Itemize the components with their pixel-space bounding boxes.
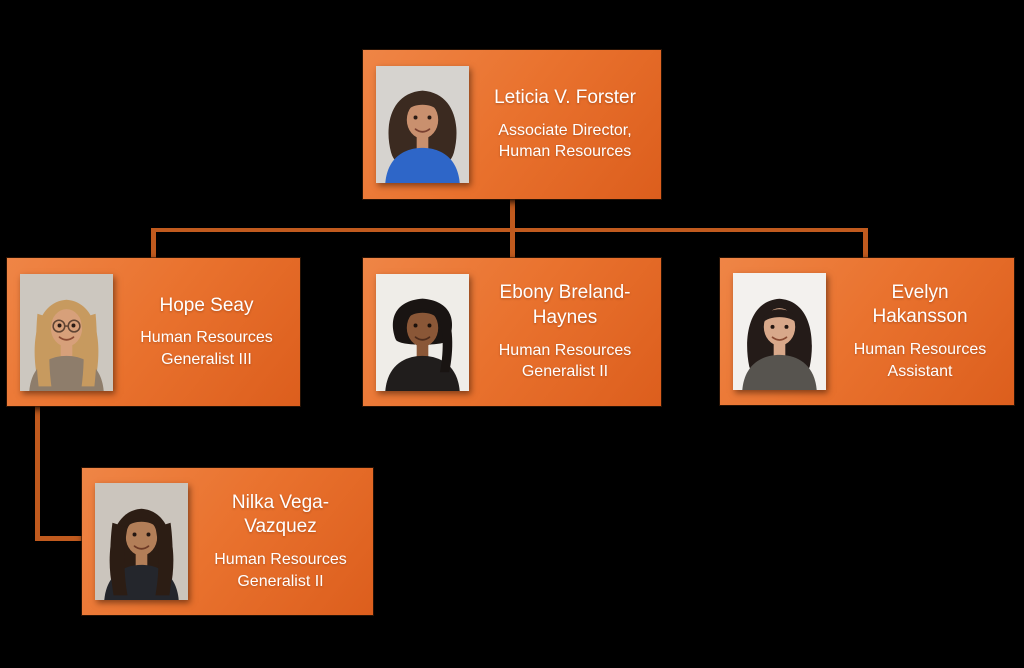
photo-braids-strand	[436, 307, 453, 372]
name-line: Ebony Breland-	[499, 282, 631, 304]
title-line: Generalist II	[237, 572, 324, 590]
employee-name: Nilka Vega- Vazquez	[232, 491, 329, 540]
employee-title: Human Resources Assistant	[854, 339, 987, 382]
employee-name: Hope Seay	[159, 294, 253, 319]
photo-face-features	[770, 324, 789, 341]
title-line: Human Resources	[140, 329, 273, 347]
photo-face	[50, 308, 83, 347]
photo-neck	[135, 546, 148, 568]
employee-info: Nilka Vega- Vazquez Human Resources Gene…	[188, 491, 373, 593]
employee-info: Evelyn Hakansson Human Resources Assista…	[826, 281, 1014, 383]
photo-neck	[60, 336, 73, 358]
title-line: Human Resources	[498, 143, 632, 161]
photo-face-features	[132, 532, 151, 550]
photo-bangs	[762, 309, 797, 324]
employee-name: Leticia V. Forster	[494, 86, 636, 111]
employee-photo	[95, 483, 188, 600]
photo-hair-strand-right	[80, 313, 97, 386]
connector-row-horizontal	[151, 228, 868, 232]
employee-info: Leticia V. Forster Associate Director, H…	[469, 86, 661, 163]
employee-photo	[376, 273, 469, 391]
employee-photo	[376, 66, 469, 183]
title-line: Assistant	[887, 362, 953, 380]
name-line: Hakansson	[872, 306, 968, 328]
name-line: Vazquez	[244, 516, 317, 538]
org-card-nilka-vega-vazquez: Nilka Vega- Vazquez Human Resources Gene…	[82, 468, 373, 615]
employee-photo	[733, 273, 826, 390]
photo-neck	[416, 129, 429, 151]
employee-title: Associate Director, Human Resources	[498, 120, 631, 163]
connector-evelyn-drop	[863, 230, 868, 258]
name-line: Leticia V. Forster	[494, 87, 636, 109]
photo-fringe	[406, 100, 439, 111]
connector-nilka-vertical	[35, 406, 40, 541]
org-card-leticia-v-forster: Leticia V. Forster Associate Director, H…	[363, 50, 661, 199]
photo-fringe	[125, 517, 158, 528]
title-line: Associate Director,	[498, 121, 632, 139]
title-line: Human Resources	[853, 341, 987, 359]
name-line: Haynes	[532, 306, 598, 328]
person-portrait-illustration	[376, 273, 469, 391]
employee-info: Ebony Breland- Haynes Human Resources Ge…	[469, 281, 661, 383]
photo-shirt	[742, 354, 817, 390]
photo-face-features	[413, 322, 432, 341]
photo-hair-strand-left	[36, 313, 53, 386]
photo-face-features	[57, 322, 76, 341]
photo-glasses	[52, 318, 81, 333]
photo-face-features	[413, 115, 432, 133]
connector-hope-drop	[151, 230, 156, 258]
org-card-evelyn-hakansson: Evelyn Hakansson Human Resources Assista…	[720, 258, 1014, 405]
employee-name: Ebony Breland- Haynes	[500, 281, 631, 330]
title-line: Generalist II	[521, 363, 609, 381]
employee-photo	[20, 273, 113, 391]
person-portrait-illustration	[733, 273, 826, 390]
title-line: Human Resources	[214, 551, 347, 569]
photo-neck	[416, 336, 429, 358]
person-portrait-illustration	[95, 483, 188, 600]
title-line: Human Resources	[498, 341, 632, 359]
name-line: Hope Seay	[159, 294, 254, 316]
employee-title: Human Resources Generalist III	[140, 327, 273, 370]
title-line: Generalist III	[161, 350, 252, 368]
name-line: Evelyn	[891, 281, 949, 303]
person-portrait-illustration	[376, 66, 469, 183]
photo-hair-strand-right	[155, 522, 173, 596]
employee-title: Human Resources Generalist II	[499, 340, 632, 383]
employee-info: Hope Seay Human Resources Generalist III	[113, 294, 300, 371]
employee-name: Evelyn Hakansson	[872, 281, 967, 330]
employee-title: Human Resources Generalist II	[214, 549, 347, 592]
photo-fringe	[406, 308, 439, 318]
photo-shirt	[385, 147, 460, 183]
connector-nilka-horizontal	[35, 536, 82, 541]
org-card-ebony-breland-haynes: Ebony Breland- Haynes Human Resources Ge…	[363, 258, 661, 406]
name-line: Nilka Vega-	[231, 491, 330, 513]
photo-shirt	[385, 355, 460, 391]
photo-neck	[773, 336, 786, 358]
person-portrait-illustration	[20, 273, 113, 391]
org-card-hope-seay: Hope Seay Human Resources Generalist III	[7, 258, 300, 406]
photo-hair-strand-left	[110, 522, 128, 596]
